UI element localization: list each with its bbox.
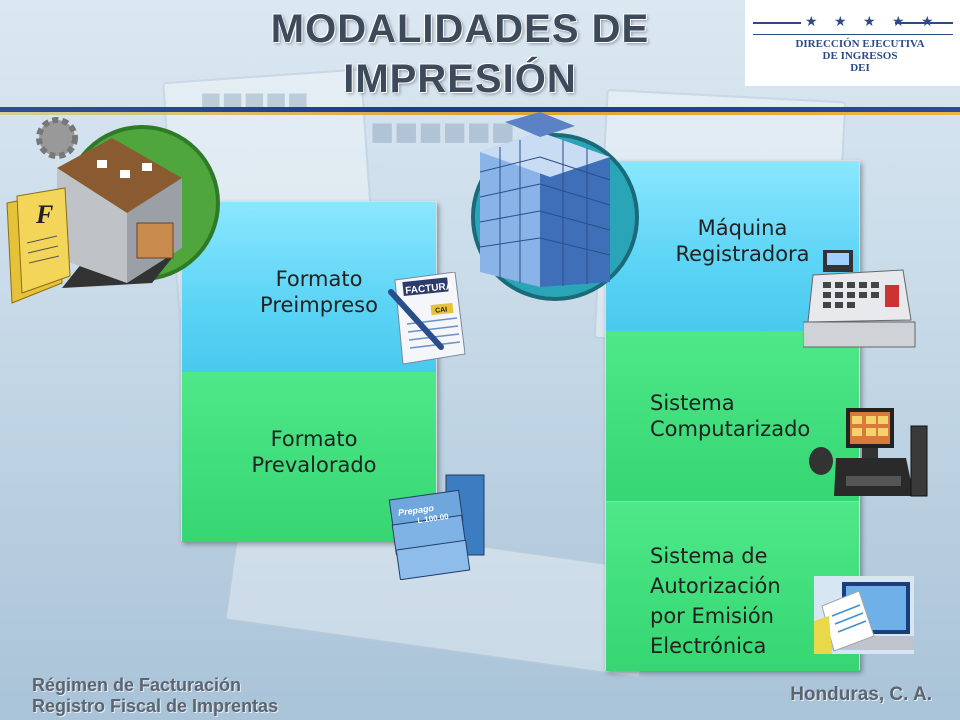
logo-stars-icon: ★ ★ ★ ★ ★ xyxy=(805,14,940,30)
cell-sistema-autorizacion-line3: por Emisión xyxy=(650,603,774,628)
dei-logo: ★ ★ ★ ★ ★ DIRECCIÓN EJECUTIVA DE INGRESO… xyxy=(745,0,960,86)
cell-sistema-computarizado-line1: Sistema xyxy=(650,391,735,415)
logo-line-under xyxy=(753,34,953,35)
cell-sistema-autorizacion-line1: Sistema de xyxy=(650,543,768,568)
cell-sistema-autorizacion-line2: Autorización xyxy=(650,573,781,598)
footer-right: Honduras, C. A. xyxy=(790,684,932,705)
footer-left-line1: Régimen de Facturación xyxy=(32,675,242,695)
svg-text:F: F xyxy=(35,200,53,229)
header-rule-gold xyxy=(0,112,960,115)
slide-title-line1: MODALIDADES DE xyxy=(270,7,650,51)
svg-text:CAI: CAI xyxy=(435,306,448,314)
cell-formato-preimpreso-line1: Formato xyxy=(275,267,363,291)
cell-maquina-registradora: Máquina Registradora xyxy=(606,161,859,331)
cell-sistema-autorizacion-line4: Electrónica xyxy=(650,633,767,658)
pos-computer-icon xyxy=(809,408,928,497)
svg-text:L 100.00: L 100.00 xyxy=(417,512,450,525)
logo-line-right xyxy=(895,22,953,24)
logo-line-left xyxy=(753,22,801,24)
svg-text:FACTURA: FACTURA xyxy=(405,281,454,297)
prepago-cards-icon: Prepago L 100.00 xyxy=(388,474,485,580)
slide-title-line2: IMPRESIÓN xyxy=(343,57,577,101)
cell-maquina-registradora-line2: Registradora xyxy=(675,242,810,266)
cell-formato-preimpreso: Formato Preimpreso xyxy=(182,202,436,372)
footer-left: Régimen de Facturación Registro Fiscal d… xyxy=(32,675,278,717)
cell-sistema-computarizado-line2: Computarizado xyxy=(650,417,811,441)
cell-formato-prevalorado-line2: Prevalorado xyxy=(251,453,377,477)
printing-house-icon: F xyxy=(6,117,220,304)
cell-maquina-registradora-line1: Máquina xyxy=(697,216,788,240)
factura-document-icon: FACTURA CAI xyxy=(388,272,466,365)
cell-formato-prevalorado-line1: Formato xyxy=(270,427,358,451)
slide-title: MODALIDADES DE IMPRESIÓN xyxy=(200,4,720,104)
cell-formato-preimpreso-line2: Preimpreso xyxy=(260,293,378,317)
office-building-icon xyxy=(471,112,639,301)
footer-left-line2: Registro Fiscal de Imprentas xyxy=(32,696,279,716)
logo-text: DIRECCIÓN EJECUTIVA DE INGRESOS DEI xyxy=(795,38,925,74)
electronic-invoice-laptop-icon xyxy=(814,576,914,654)
header-rule-blue xyxy=(0,107,960,112)
cash-register-icon xyxy=(803,250,916,348)
